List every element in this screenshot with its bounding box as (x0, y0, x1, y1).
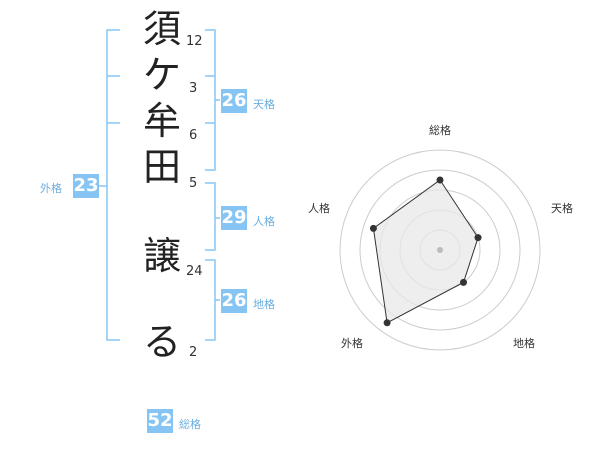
radar-grid-ring-5 (339, 149, 541, 351)
jinkaku-value: 29 (221, 206, 247, 230)
stroke-count-3: 6 (189, 128, 198, 143)
stroke-count-4: 5 (189, 176, 198, 191)
soukaku-value: 52 (147, 409, 173, 433)
radar-label-gaikaku: 外格 (341, 337, 363, 350)
radar-label-chikaku: 地格 (513, 337, 535, 350)
name-char-3: 牟 (142, 99, 181, 143)
radar-point-0 (436, 176, 444, 184)
chikaku-value: 26 (221, 289, 247, 313)
stroke-count-6: 2 (189, 345, 198, 360)
name-char-5: 譲 (142, 234, 181, 278)
jinkaku-label: 人格 (253, 215, 275, 228)
stroke-count-2: 3 (189, 81, 198, 96)
radar-label-soukaku: 総格 (429, 124, 451, 137)
radar-center-dot (437, 247, 443, 253)
radar-grid-ring-4 (359, 169, 521, 331)
radar-series-polygon (372, 179, 479, 324)
tenkaku-label: 天格 (253, 98, 275, 111)
name-char-2: ケ (142, 53, 181, 97)
soukaku-label: 総格 (179, 418, 201, 431)
name-char-4: 田 (142, 145, 181, 189)
radar-point-3 (383, 319, 391, 327)
gaikaku-value: 23 (73, 174, 99, 198)
radar-point-1 (474, 234, 482, 242)
stroke-count-5: 24 (186, 264, 203, 279)
radar-point-2 (460, 278, 468, 286)
name-char-6: る (142, 320, 181, 364)
name-char-1: 須 (142, 7, 181, 51)
radar-label-tenkaku: 天格 (551, 202, 573, 215)
tenkaku-value: 26 (221, 89, 247, 113)
radar-label-jinkaku: 人格 (308, 202, 330, 215)
chikaku-label: 地格 (253, 298, 275, 311)
radar-point-4 (369, 224, 377, 232)
gaikaku-label: 外格 (40, 182, 62, 195)
stroke-count-1: 12 (186, 34, 203, 49)
